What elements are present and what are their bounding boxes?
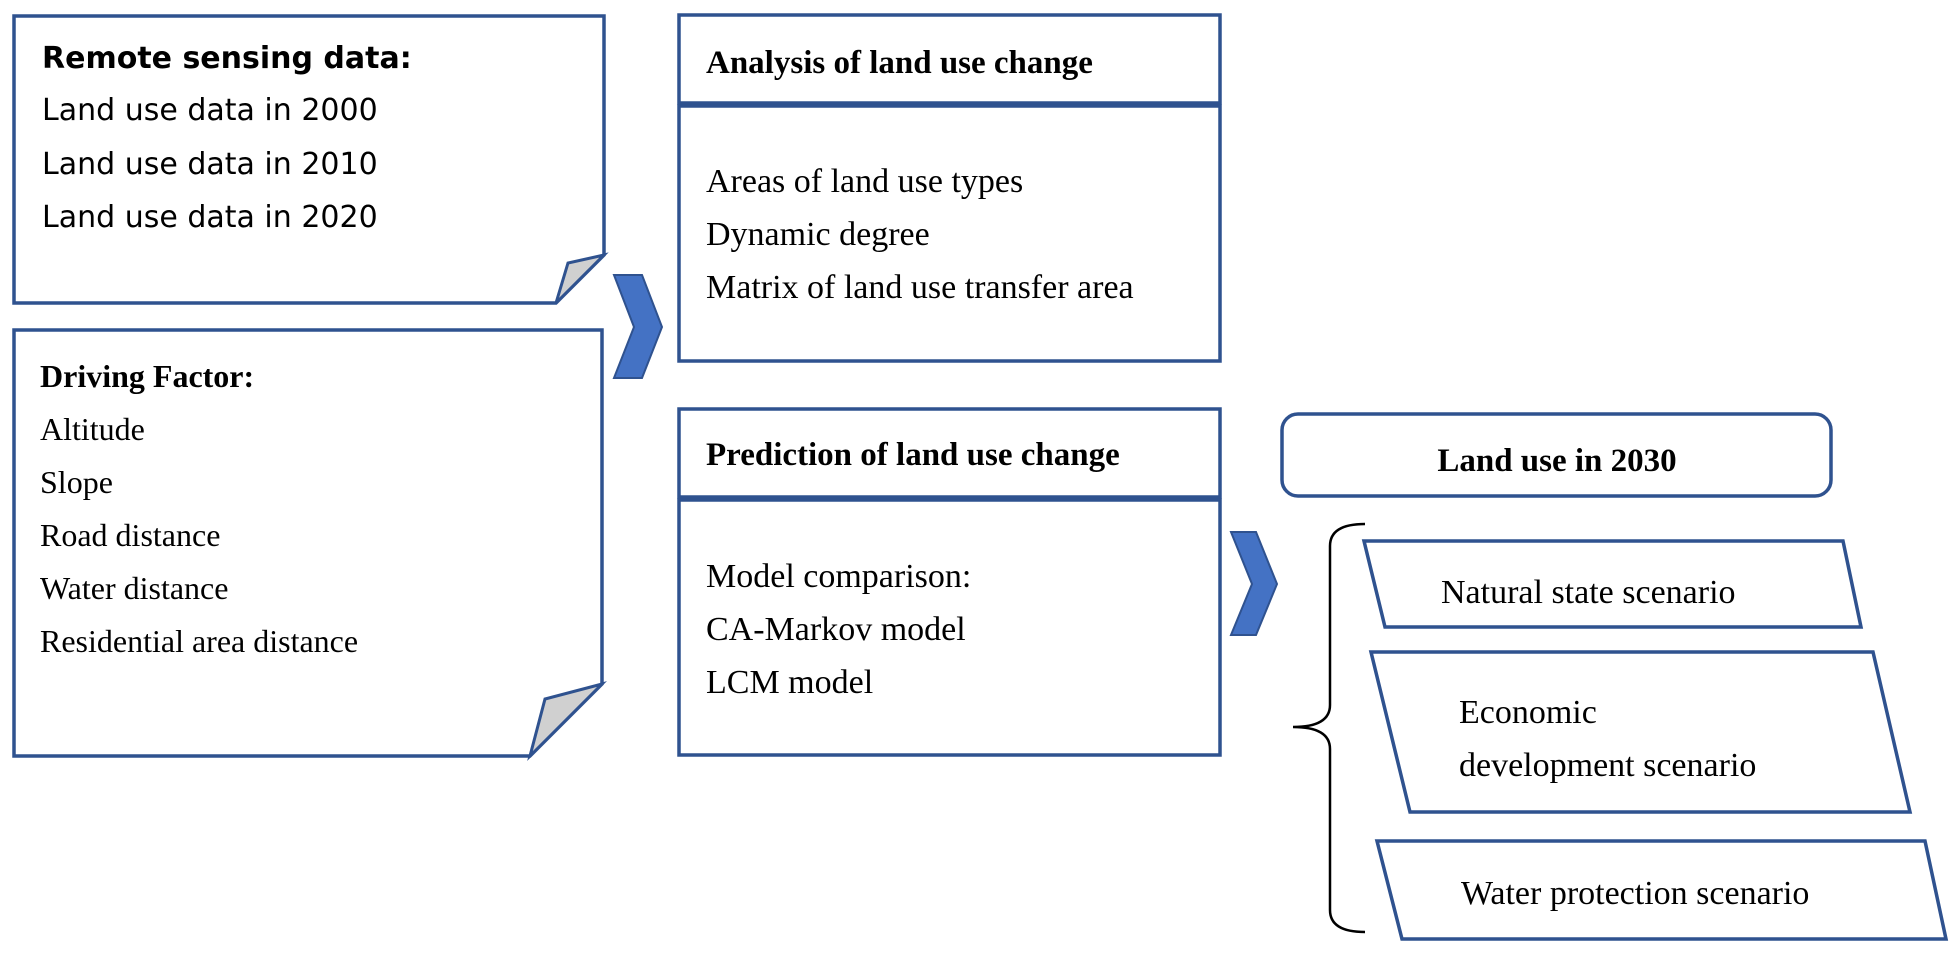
analysis-box: Analysis of land use change Areas of lan… [677, 13, 1222, 363]
driving-factor-item: Water distance [40, 570, 228, 606]
prediction-body [677, 498, 1222, 757]
driving-factor-box: Driving Factor: Altitude Slope Road dist… [12, 328, 607, 761]
prediction-item: LCM model [706, 664, 873, 701]
prediction-item: Model comparison: [706, 558, 971, 595]
economic-scenario-label: Economic [1459, 694, 1597, 731]
prediction-box: Prediction of land use change Model comp… [677, 407, 1222, 757]
driving-factor-item: Altitude [40, 411, 145, 447]
land-use-2030-box: Land use in 2030 [1280, 412, 1833, 498]
folded-corner-icon [554, 252, 609, 305]
folded-corner-icon [527, 681, 607, 761]
chevron-right-icon [1229, 531, 1279, 636]
remote-sensing-title: Remote sensing data: [42, 41, 412, 76]
driving-factor-item: Residential area distance [40, 623, 358, 659]
analysis-item: Dynamic degree [706, 216, 930, 253]
natural-scenario-frame [1361, 539, 1864, 629]
analysis-item: Matrix of land use transfer area [706, 269, 1134, 306]
water-scenario: Water protection scenario [1374, 839, 1949, 941]
driving-factor-item: Slope [40, 464, 113, 500]
remote-sensing-item: Land use data in 2010 [42, 147, 378, 182]
water-scenario-label: Water protection scenario [1461, 875, 1809, 912]
land-use-2030-frame [1280, 412, 1833, 498]
remote-sensing-box: Remote sensing data: Land use data in 20… [12, 14, 609, 305]
analysis-body [677, 104, 1222, 363]
analysis-header [677, 13, 1222, 105]
remote-sensing-item: Land use data in 2000 [42, 93, 378, 128]
economic-scenario-label: development scenario [1459, 747, 1756, 784]
chevron-right-icon [612, 274, 664, 379]
prediction-item: CA-Markov model [706, 611, 966, 648]
prediction-header [677, 407, 1222, 499]
remote-sensing-item: Land use data in 2020 [42, 200, 378, 235]
analysis-item: Areas of land use types [706, 163, 1023, 200]
curly-brace-icon [1292, 522, 1366, 934]
water-scenario-frame [1374, 839, 1949, 941]
economic-scenario-frame [1368, 650, 1913, 814]
natural-scenario-label: Natural state scenario [1441, 574, 1736, 611]
natural-scenario: Natural state scenario [1361, 539, 1864, 629]
driving-factor-item: Road distance [40, 517, 220, 553]
driving-factor-title: Driving Factor: [40, 358, 254, 394]
prediction-title: Prediction of land use change [706, 437, 1120, 473]
land-use-2030-title: Land use in 2030 [1437, 443, 1676, 479]
economic-scenario: Economic development scenario [1368, 650, 1913, 814]
analysis-title: Analysis of land use change [706, 45, 1093, 81]
